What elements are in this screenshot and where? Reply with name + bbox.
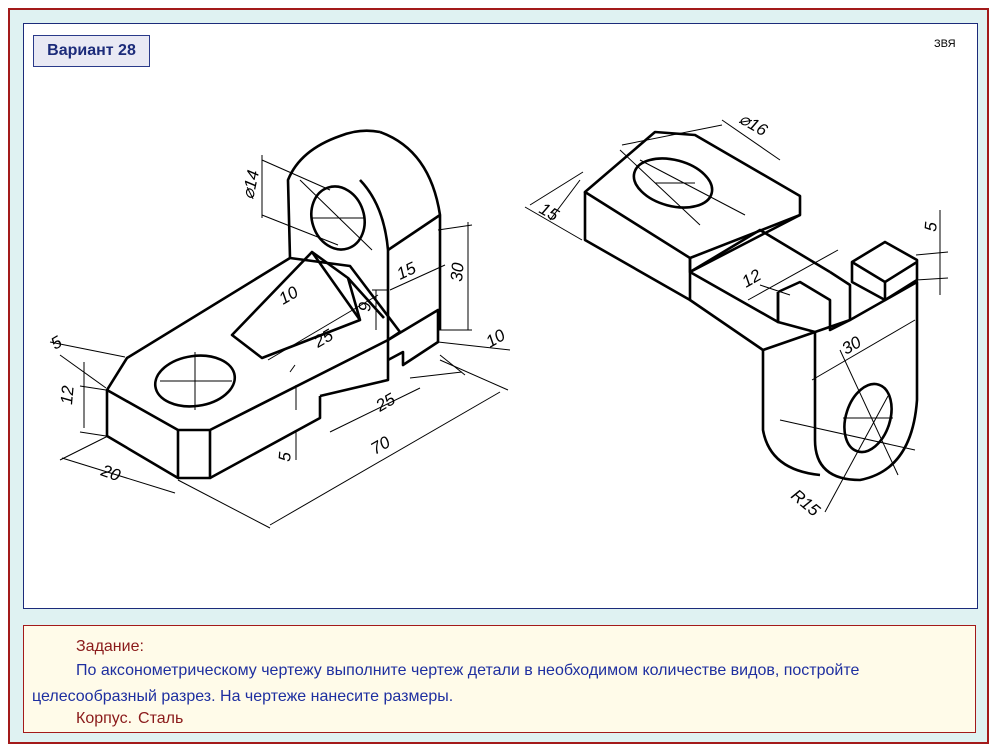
- dim-right-r15: R15: [787, 486, 824, 521]
- task-material-line: Корпус. Сталь: [76, 706, 183, 732]
- dim-right-d15: 15: [536, 199, 562, 225]
- drawing-sheet: [23, 23, 978, 609]
- material-name: Сталь: [138, 710, 184, 727]
- dim-left-d15: 15: [394, 258, 420, 283]
- dim-left-d20: 20: [98, 461, 124, 486]
- task-panel: Задание: По аксонометрическому чертежу в…: [23, 625, 976, 733]
- author-mark: ЗВЯ: [934, 38, 956, 50]
- dim-left-d5b: 5: [275, 451, 295, 463]
- dim-right-d12: 12: [739, 265, 765, 291]
- dim-left-d25b: 25: [372, 389, 399, 416]
- dim-left-d70: 70: [368, 432, 394, 458]
- dim-left-d5a: 5: [48, 332, 66, 353]
- task-title: Задание:: [76, 638, 144, 655]
- dim-left-d9: 9: [355, 301, 375, 313]
- dim-left-d14: ⌀14: [238, 168, 263, 200]
- right-part-dimension-labels: ⌀16 15 5 12 30 R15: [536, 109, 941, 520]
- part-name: Корпус.: [76, 710, 133, 727]
- task-text: По аксонометрическому чертежу выполните …: [32, 662, 860, 705]
- dim-left-d12: 12: [57, 384, 78, 405]
- right-part-outline: [583, 130, 919, 482]
- left-part-dimension-lines: [49, 155, 511, 529]
- left-part-outline: [105, 129, 442, 480]
- dim-right-d5: 5: [921, 221, 941, 233]
- right-part-dimension-lines: [524, 119, 949, 513]
- dim-left-d30: 30: [447, 261, 468, 282]
- variant-label: Вариант 28: [33, 35, 150, 67]
- dim-right-d16: ⌀16: [736, 109, 771, 140]
